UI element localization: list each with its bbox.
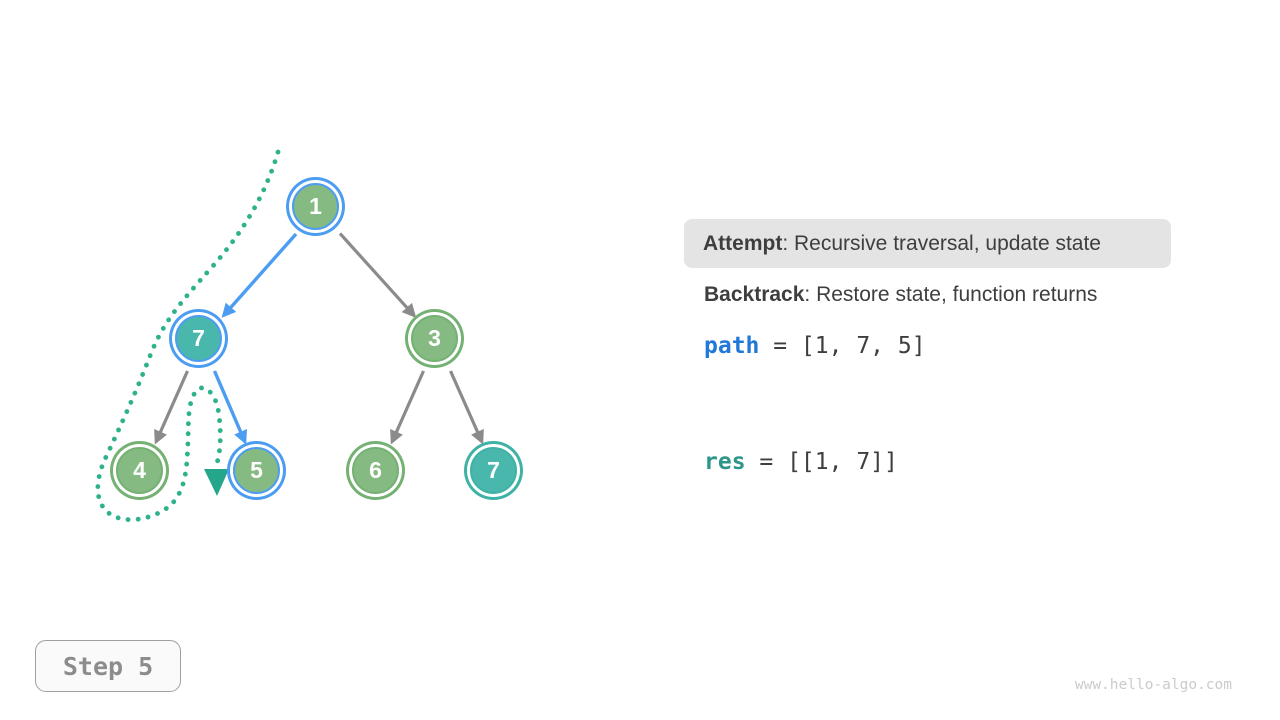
- watermark: www.hello-algo.com: [1074, 677, 1232, 693]
- traversal-arrowhead-icon: [204, 469, 229, 496]
- tree-node-label: 4: [133, 457, 146, 483]
- attempt-callout: Attempt: Recursive traversal, update sta…: [684, 219, 1171, 268]
- tree-node-label: 1: [309, 193, 322, 219]
- tree-node-label: 7: [487, 457, 500, 483]
- edge-1-7: [221, 232, 298, 318]
- tree-node-3: 3: [411, 315, 458, 362]
- path-variable-line: path = [1, 7, 5]: [704, 332, 926, 360]
- step-label: Step 5: [62, 651, 154, 681]
- res-value: = [[1, 7]]: [745, 449, 898, 475]
- tree-node-label: 7: [192, 325, 205, 351]
- attempt-label: Attempt: [703, 231, 783, 255]
- edge-7-4: [154, 370, 189, 445]
- tree-node-5: 5: [233, 447, 280, 494]
- tree-node-4: 4: [116, 447, 163, 494]
- backtrack-label: Backtrack: [704, 283, 805, 306]
- attempt-text: Attempt: Recursive traversal, update sta…: [703, 231, 1101, 255]
- tree-node-1: 1: [292, 183, 339, 230]
- path-keyword: path: [704, 333, 760, 359]
- tree-node-label: 6: [369, 457, 382, 483]
- tree-node-label: 3: [428, 325, 441, 351]
- tree-node-label: 5: [250, 457, 263, 483]
- tree-node-7-right: 7: [470, 447, 517, 494]
- step-indicator: Step 5: [35, 640, 181, 692]
- res-variable-line: res = [[1, 7]]: [704, 448, 898, 476]
- tree-node-7-left: 7: [175, 315, 222, 362]
- res-keyword: res: [704, 449, 746, 475]
- tree-node-6: 6: [352, 447, 399, 494]
- backtrack-text: Backtrack: Restore state, function retur…: [704, 283, 1098, 306]
- edge-7-5: [212, 370, 248, 445]
- edge-1-3: [338, 232, 417, 318]
- path-value: = [1, 7, 5]: [759, 333, 926, 359]
- edge-3-6: [390, 370, 425, 445]
- edge-3-7: [449, 370, 484, 445]
